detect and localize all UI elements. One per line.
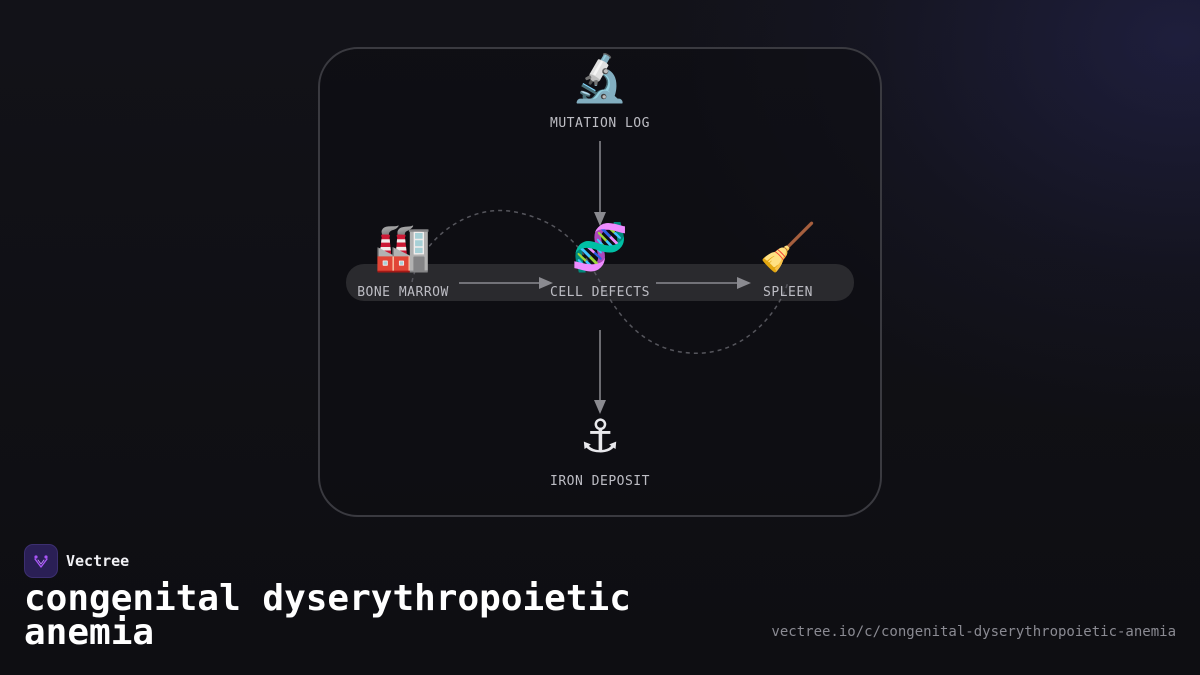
node-label: BONE MARROW — [357, 285, 449, 300]
vectree-logo-icon — [24, 544, 58, 578]
node-label: CELL DEFECTS — [550, 285, 650, 300]
node-spleen[interactable]: 🧹 SPLEEN — [708, 219, 868, 300]
node-bone-marrow[interactable]: 🏭 BONE MARROW — [323, 219, 483, 300]
node-mutation-log[interactable]: 🔬 MUTATION LOG — [520, 50, 680, 131]
brand[interactable]: Vectree — [24, 544, 129, 578]
node-label: IRON DEPOSIT — [550, 474, 650, 489]
node-iron-deposit[interactable]: ⚓ IRON DEPOSIT — [520, 408, 680, 489]
microscope-icon: 🔬 — [571, 51, 629, 105]
node-label: MUTATION LOG — [550, 116, 650, 131]
factory-icon: 🏭 — [374, 220, 432, 274]
node-label: SPLEEN — [763, 285, 813, 300]
page-url[interactable]: vectree.io/c/congenital-dyserythropoieti… — [771, 624, 1176, 640]
edge-bone-marrow-to-spleen — [411, 209, 789, 354]
node-cell-defects[interactable]: 🧬 CELL DEFECTS — [520, 219, 680, 300]
dna-icon: 🧬 — [571, 220, 629, 274]
brand-name: Vectree — [66, 552, 130, 570]
page-title: congenital dyserythropoietic anemia — [24, 578, 631, 653]
anchor-icon: ⚓ — [579, 409, 621, 463]
broom-icon: 🧹 — [759, 220, 817, 274]
flow-band — [346, 264, 854, 301]
